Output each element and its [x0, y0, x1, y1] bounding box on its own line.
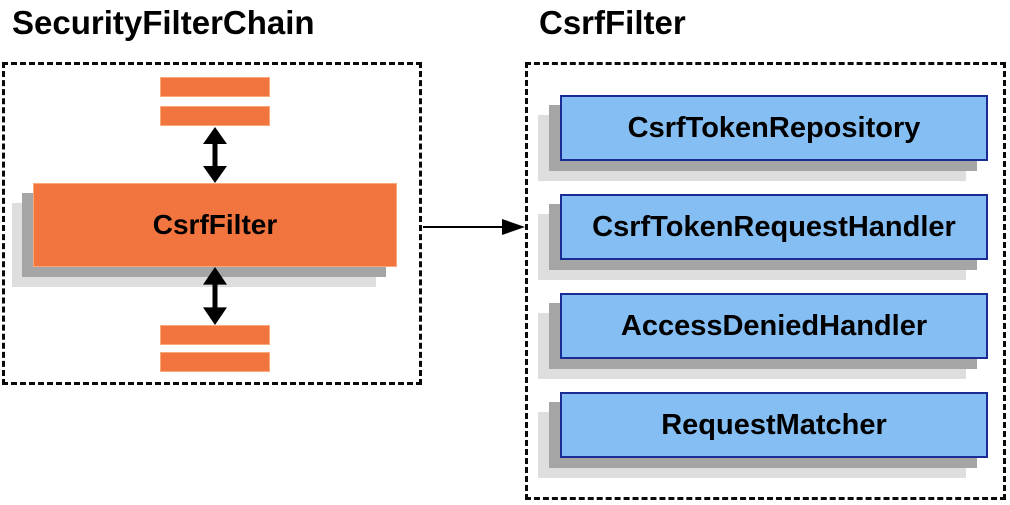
component-stack-access-denied-handler: AccessDeniedHandler: [538, 293, 989, 380]
csrf-filter-title: CsrfFilter: [539, 4, 686, 41]
csrf-filter-box: CsrfFilter: [33, 183, 397, 267]
csrf-filter-box-label: CsrfFilter: [152, 209, 278, 240]
component-label: CsrfTokenRequestHandler: [592, 210, 956, 243]
component-label: CsrfTokenRepository: [627, 111, 921, 144]
filter-placeholder-bar: [160, 325, 270, 345]
csrf-token-repository-box: CsrfTokenRepository: [560, 95, 988, 161]
request-matcher-box: RequestMatcher: [560, 392, 988, 458]
component-label: AccessDeniedHandler: [620, 309, 928, 342]
csrf-filter-stack: CsrfFilter: [12, 183, 398, 288]
filter-placeholder-bar: [160, 106, 270, 126]
filter-placeholder-bar: [160, 352, 270, 372]
component-label: RequestMatcher: [661, 408, 887, 441]
csrf-token-request-handler-box: CsrfTokenRequestHandler: [560, 194, 988, 260]
component-stack-csrf-token-repository: CsrfTokenRepository: [538, 95, 989, 182]
up-down-arrow-icon: [203, 267, 227, 325]
csrf-filter-container: [525, 62, 1006, 500]
access-denied-handler-box: AccessDeniedHandler: [560, 293, 988, 359]
flow-arrow-icon: [423, 219, 525, 235]
component-stack-csrf-token-request-handler: CsrfTokenRequestHandler: [538, 194, 989, 281]
filter-placeholder-bar: [160, 77, 270, 97]
security-filter-chain-title: SecurityFilterChain: [12, 4, 315, 41]
up-down-arrow-icon: [203, 127, 227, 183]
component-stack-request-matcher: RequestMatcher: [538, 392, 989, 479]
security-filter-chain-container: [2, 62, 422, 385]
